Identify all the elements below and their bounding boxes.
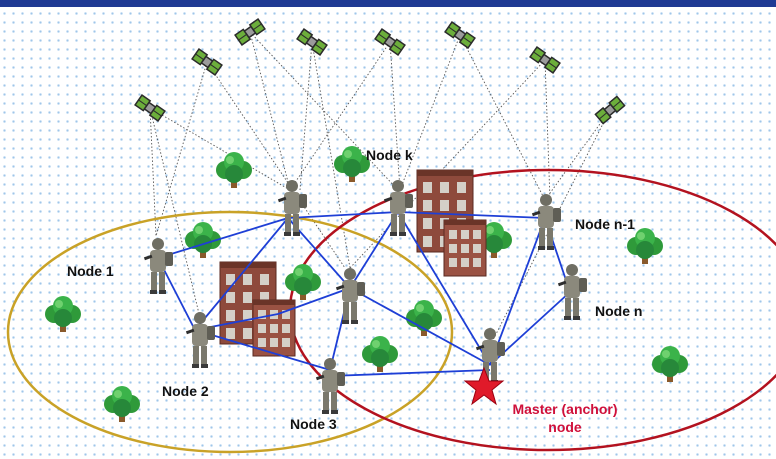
label-node-n-minus-1: Node n-1: [575, 216, 635, 232]
satellite-icon: [594, 95, 626, 125]
left-region: [6, 210, 454, 454]
building-icon: [443, 219, 487, 277]
tree-icon: [627, 228, 663, 264]
soldier-icon: [557, 264, 587, 320]
tree-icon: [104, 386, 140, 422]
label-master-node: Master (anchor) node: [500, 400, 630, 436]
satellite-icon: [134, 94, 166, 122]
label-node-k: Node k: [366, 147, 413, 163]
label-node-2: Node 2: [162, 383, 209, 399]
satellite-icon: [529, 46, 561, 74]
building-icon: [252, 299, 296, 357]
satellite-icon: [234, 18, 266, 46]
tree-icon: [652, 346, 688, 382]
satellite-icon: [296, 28, 328, 56]
satellite-links: [149, 31, 611, 341]
master-label-line2: node: [548, 419, 582, 435]
label-node-3: Node 3: [290, 416, 337, 432]
satellite-icon: [374, 28, 406, 56]
tree-icon: [362, 336, 398, 372]
tree-icon: [406, 300, 442, 336]
tree-icon: [334, 146, 370, 182]
label-node-n: Node n: [595, 303, 643, 319]
soldier-icon: [143, 238, 173, 294]
label-node-1: Node 1: [67, 263, 114, 279]
tree-icon: [45, 296, 81, 332]
soldier-icon: [277, 180, 307, 236]
master-label-line1: Master (anchor): [512, 401, 618, 417]
star-icon: [463, 366, 505, 406]
satellite-icon: [191, 48, 223, 76]
top-bar: [0, 0, 776, 7]
tree-icon: [216, 152, 252, 188]
satellite-icon: [444, 21, 476, 49]
